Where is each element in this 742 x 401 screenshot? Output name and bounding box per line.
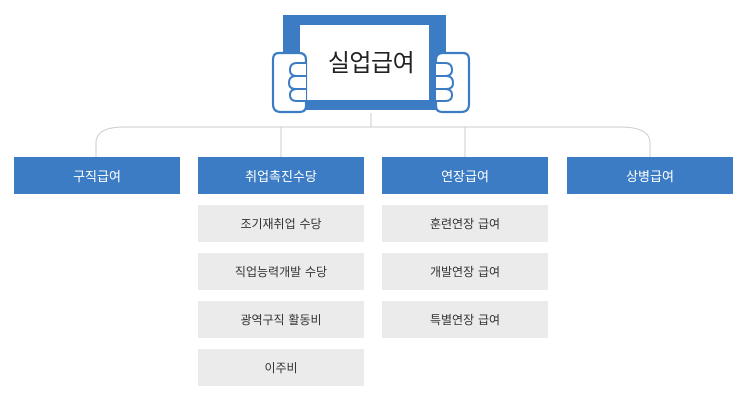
category-job-seeking[interactable]: 구직급여 — [14, 157, 180, 194]
category-employment-promotion[interactable]: 취업촉진수당 — [198, 157, 364, 194]
connector-branch — [95, 126, 651, 157]
sub-item-special-extension[interactable]: 특별연장 급여 — [382, 301, 548, 338]
category-extended-benefit[interactable]: 연장급여 — [382, 157, 548, 194]
sub-item-early-reemployment[interactable]: 조기재취업 수당 — [198, 205, 364, 242]
sub-item-wide-area-job-search[interactable]: 광역구직 활동비 — [198, 301, 364, 338]
sub-item-relocation[interactable]: 이주비 — [198, 349, 364, 386]
diagram-title: 실업급여 — [327, 48, 415, 77]
sub-item-skills-development[interactable]: 직업능력개발 수당 — [198, 253, 364, 290]
sub-item-development-extension[interactable]: 개발연장 급여 — [382, 253, 548, 290]
hands-holding-sign-icon — [271, 15, 471, 114]
sub-item-training-extension[interactable]: 훈련연장 급여 — [382, 205, 548, 242]
category-sickness-benefit[interactable]: 상병급여 — [567, 157, 733, 194]
